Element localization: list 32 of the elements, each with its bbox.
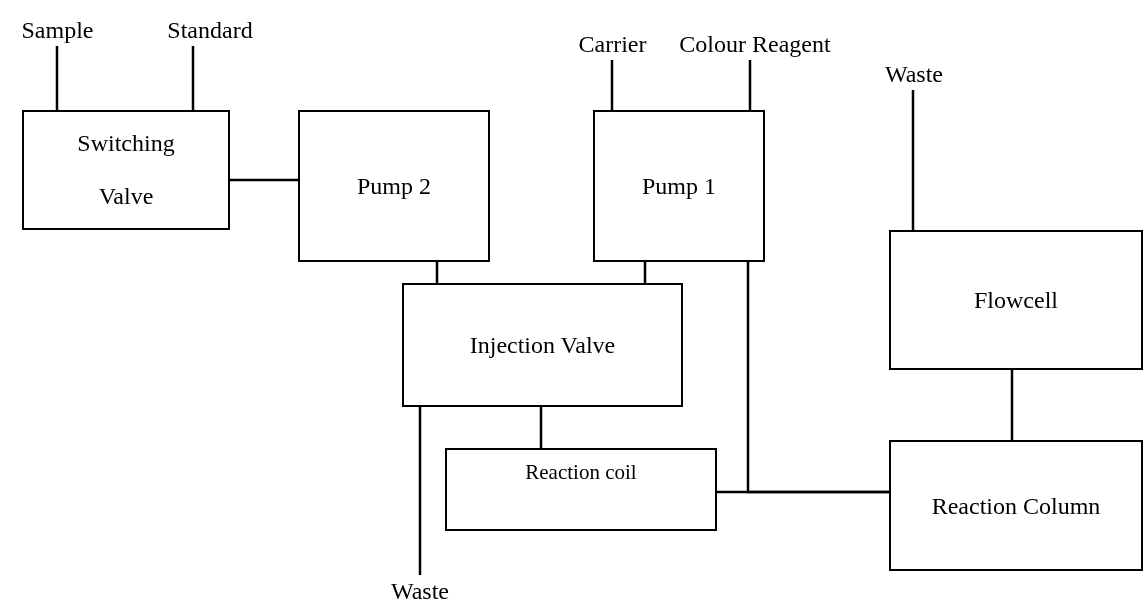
process-box	[402, 283, 683, 407]
connector-line	[539, 407, 543, 448]
process-box	[593, 110, 765, 262]
node-label: Colour Reagent	[679, 32, 831, 56]
connector-line	[610, 60, 614, 110]
process-box	[889, 230, 1143, 370]
box-label: Reaction coil	[525, 462, 637, 483]
connector-line	[55, 46, 59, 110]
process-box	[22, 110, 230, 230]
box-label: Reaction Column	[931, 493, 1101, 518]
process-box	[298, 110, 490, 262]
connector-line	[643, 262, 647, 283]
connector-line	[230, 178, 298, 182]
connector-line	[418, 407, 422, 575]
connector-line	[435, 262, 439, 283]
connector-line	[911, 90, 915, 230]
node-label: Waste	[884, 62, 943, 86]
connector-line	[717, 490, 889, 494]
node-label: Sample	[21, 18, 94, 42]
box-label: Pump 2	[357, 174, 431, 198]
connector-line	[1010, 370, 1014, 440]
node-label: Carrier	[578, 32, 647, 56]
connector-line	[748, 60, 752, 110]
box-label: Flowcell	[974, 288, 1058, 312]
box-label: Injection Valve	[469, 333, 616, 357]
process-box	[889, 440, 1143, 571]
box-label: Switching Valve	[76, 129, 176, 211]
process-box	[445, 448, 717, 531]
connector-line	[191, 46, 195, 110]
node-label: Standard	[167, 18, 253, 42]
node-label: Waste	[390, 579, 449, 603]
box-label: Pump 1	[642, 174, 716, 198]
